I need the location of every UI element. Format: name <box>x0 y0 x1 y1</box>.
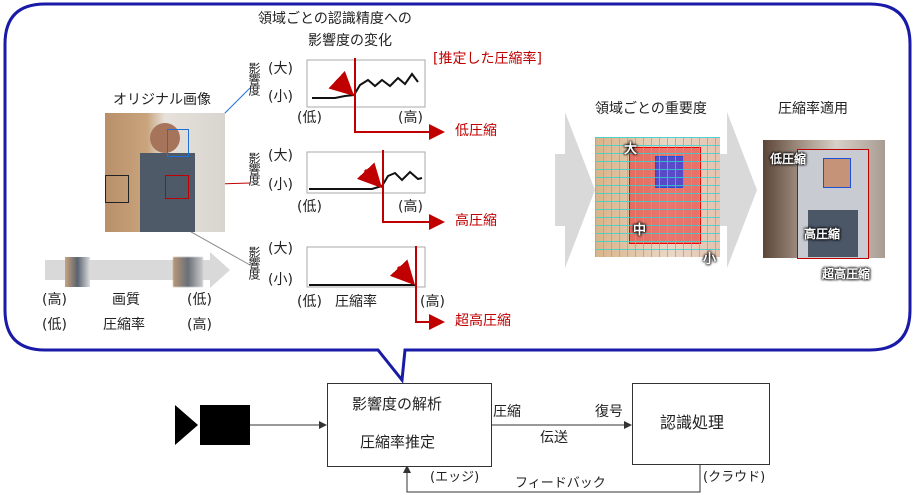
applied-title: 圧縮率適用 <box>778 101 848 117</box>
importance-map <box>595 137 720 257</box>
result-high: 高圧縮 <box>455 213 497 229</box>
x-low: (低) <box>297 110 322 126</box>
edge-analysis-box <box>327 383 492 467</box>
chevron-arrow-1 <box>555 112 595 268</box>
chart-title-1: 領域ごとの認識精度への <box>258 11 412 27</box>
result-low: 低圧縮 <box>455 123 497 139</box>
thumb-low-quality <box>173 257 203 287</box>
quality-low: (低) <box>187 292 212 308</box>
rate-label: 圧縮率 <box>103 317 145 333</box>
y-low: (小) <box>268 272 293 288</box>
edge-label: (エッジ) <box>430 470 480 485</box>
y-high: (大) <box>268 241 293 257</box>
chart-title-2: 影響度の変化 <box>308 33 392 49</box>
decode-label: 復号 <box>595 404 623 420</box>
recognition-box <box>632 383 770 465</box>
x-high: (高) <box>420 294 445 310</box>
applied-ultra: 超高圧縮 <box>822 267 871 281</box>
edge-box-line2: 圧縮率推定 <box>360 433 436 451</box>
rate-high: (高) <box>187 317 212 333</box>
y-high: (大) <box>268 61 293 77</box>
result-ultra: 超高圧縮 <box>455 313 511 329</box>
x-high: (高) <box>398 199 423 215</box>
x-axis-label: 圧縮率 <box>335 294 377 310</box>
original-photo <box>105 113 225 232</box>
transmit-label: 伝送 <box>540 430 568 446</box>
y-axis-label: 影響度 <box>247 62 261 95</box>
importance-mid: 中 <box>633 223 647 238</box>
quality-high: (高) <box>42 292 67 308</box>
y-low: (小) <box>268 89 293 105</box>
importance-title: 領域ごとの重要度 <box>595 101 707 117</box>
compress-label: 圧縮 <box>493 404 521 420</box>
importance-high: 大 <box>624 142 638 157</box>
thumb-high-quality <box>65 257 90 287</box>
cloud-label: (クラウド) <box>703 470 766 485</box>
x-low: (低) <box>297 199 322 215</box>
camera-icon <box>175 405 198 445</box>
applied-low: 低圧縮 <box>770 152 807 166</box>
importance-low: 小 <box>703 252 717 267</box>
original-image-label: オリジナル画像 <box>113 92 211 108</box>
speech-bubble <box>3 2 912 384</box>
applied-photo <box>763 140 885 259</box>
feedback-label: フィードバック <box>515 476 606 491</box>
y-low: (小) <box>268 177 293 193</box>
rate-low: (低) <box>42 317 67 333</box>
y-axis-label: 影響度 <box>247 152 261 185</box>
applied-high: 高圧縮 <box>804 227 841 241</box>
y-high: (大) <box>268 148 293 164</box>
recognition-label: 認識処理 <box>660 413 725 432</box>
x-low: (低) <box>297 294 322 310</box>
y-axis-label: 影響度 <box>247 246 261 279</box>
estimated-rate-label: [推定した圧縮率] <box>433 51 542 67</box>
quality-label: 画質 <box>112 292 140 308</box>
chevron-arrow-2 <box>717 112 757 268</box>
x-high: (高) <box>398 110 423 126</box>
edge-box-line1: 影響度の解析 <box>352 395 443 413</box>
